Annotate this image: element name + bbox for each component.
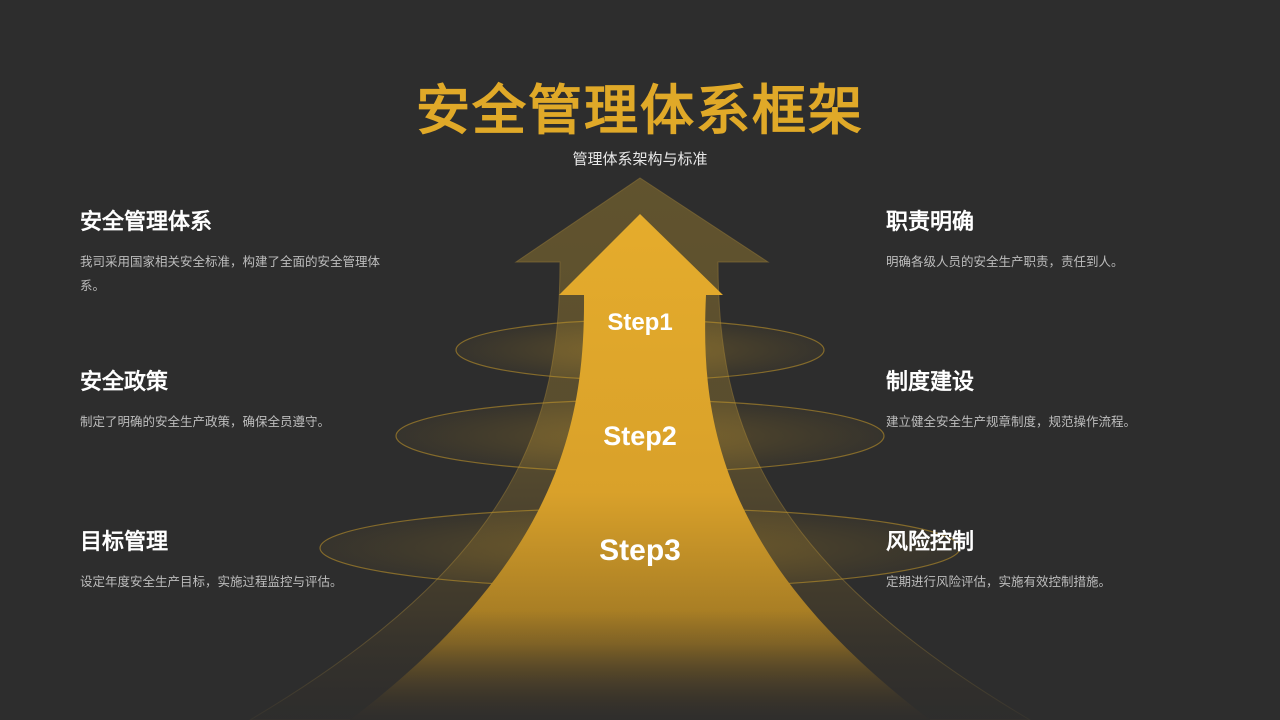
block-title: 安全管理体系 bbox=[80, 210, 213, 235]
main-arrow-shape bbox=[350, 214, 930, 720]
page-subtitle: 管理体系架构与标准 bbox=[572, 150, 708, 168]
info-block-safety-system: 安全管理体系 我司采用国家相关安全标准，构建了全面的安全管理体系。 bbox=[80, 210, 400, 298]
block-description: 建立健全安全生产规章制度，规范操作流程。 bbox=[886, 414, 1137, 430]
block-title: 制度建设 bbox=[886, 370, 975, 395]
info-block-risk-control: 风险控制 定期进行风险评估，实施有效控制措施。 bbox=[886, 530, 1206, 594]
step-label-2: Step2 bbox=[603, 421, 677, 451]
block-description: 定期进行风险评估，实施有效控制措施。 bbox=[886, 574, 1112, 590]
block-description: 我司采用国家相关安全标准，构建了全面的安全管理体系。 bbox=[80, 254, 381, 294]
info-block-responsibility: 职责明确 明确各级人员的安全生产职责，责任到人。 bbox=[886, 210, 1206, 274]
block-description: 设定年度安全生产目标，实施过程监控与评估。 bbox=[80, 574, 343, 590]
info-block-goal-management: 目标管理 设定年度安全生产目标，实施过程监控与评估。 bbox=[80, 530, 400, 594]
page-title: 安全管理体系框架 bbox=[416, 79, 864, 142]
step-label-3: Step3 bbox=[599, 534, 681, 567]
block-title: 目标管理 bbox=[80, 530, 169, 555]
step-label-1: Step1 bbox=[607, 309, 672, 336]
bottom-fade bbox=[0, 610, 1280, 720]
block-title: 安全政策 bbox=[80, 370, 169, 395]
block-title: 职责明确 bbox=[886, 210, 975, 235]
info-block-safety-policy: 安全政策 制定了明确的安全生产政策，确保全员遵守。 bbox=[80, 370, 400, 434]
info-block-regulation: 制度建设 建立健全安全生产规章制度，规范操作流程。 bbox=[886, 370, 1206, 434]
block-title: 风险控制 bbox=[886, 530, 975, 555]
block-description: 制定了明确的安全生产政策，确保全员遵守。 bbox=[80, 414, 331, 430]
block-description: 明确各级人员的安全生产职责，责任到人。 bbox=[886, 254, 1124, 270]
